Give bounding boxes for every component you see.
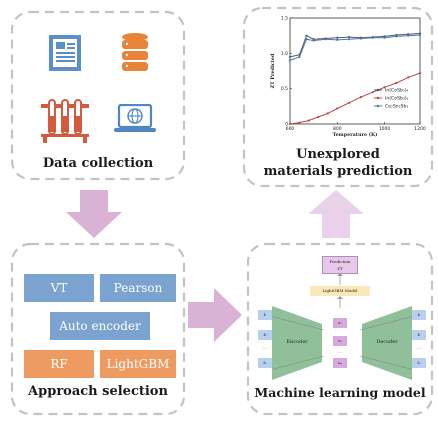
database-icon — [122, 33, 148, 71]
x-tick-label: 1200 — [414, 126, 426, 132]
series-point-2 — [347, 101, 351, 104]
lightgbm-box: LightGBM Model — [310, 286, 370, 296]
series-point-2 — [359, 96, 363, 99]
series-point-3 — [347, 38, 351, 41]
x-tick-label: 1000 — [379, 126, 391, 132]
dashed-frame — [242, 6, 434, 188]
dashed-frame — [246, 242, 434, 416]
approach-panel: VT Pearson Auto encoder RF LightGBM Appr… — [8, 240, 188, 418]
legend-label: In(CoSb₃)₆ — [385, 96, 409, 102]
method-chip-lightgbm[interactable]: LightGBM — [100, 350, 176, 378]
method-chip-vt[interactable]: VT — [24, 274, 94, 302]
arrow-down — [66, 190, 122, 238]
series-point-2 — [298, 121, 301, 124]
series-point-1 — [336, 36, 339, 39]
series-point-2 — [407, 76, 410, 79]
latent-node-ellipsis: … — [338, 349, 342, 354]
document-icon — [49, 35, 81, 71]
latent-nodes: z₁ z₂ … zₘ — [333, 318, 347, 368]
dashed-frame — [10, 10, 186, 181]
input-node: f₂ — [258, 330, 272, 340]
unexplored-caption-line1: Unexplored — [296, 147, 380, 162]
series-point-3 — [407, 34, 410, 37]
y-tick-label: 1.5 — [281, 16, 288, 22]
series-point-3 — [305, 38, 308, 41]
series-point-2 — [371, 91, 374, 94]
x-axis-label: Temperature (K) — [333, 131, 378, 138]
arrow-up — [308, 190, 364, 238]
method-chip-auto-encoder[interactable]: Auto encoder — [50, 312, 150, 340]
ml-model-caption: Machine learning model — [254, 385, 426, 400]
plot-area — [289, 17, 421, 125]
prediction-box: Prediction ZT — [322, 256, 358, 274]
series-point-3 — [324, 38, 327, 41]
series-point-2 — [307, 119, 311, 122]
output-nodes: f₁ f₂ … fₙ — [412, 310, 426, 368]
y-tick-label: 0.5 — [281, 86, 288, 92]
connector-arrow — [337, 273, 343, 285]
encoder-label: Encoder — [286, 339, 308, 345]
series-point-3 — [395, 35, 398, 38]
y-tick-label: 0 — [285, 122, 288, 128]
latent-node: zₘ — [333, 358, 347, 368]
decoder-label: Decoder — [376, 339, 398, 345]
legend-marker — [376, 96, 380, 100]
series-point-3 — [288, 59, 292, 62]
series-point-2 — [326, 112, 329, 115]
laptop-globe-icon — [114, 104, 156, 132]
data-collection-panel: Data collection — [8, 8, 188, 183]
series-point-3 — [312, 39, 315, 42]
input-node: f₁ — [258, 310, 272, 320]
dashed-frame — [10, 242, 186, 416]
series-point-2 — [288, 122, 292, 126]
series-point-1 — [305, 34, 308, 37]
series-point-1 — [288, 55, 292, 58]
encoder-shape — [272, 306, 322, 380]
y-axis-label: ZT Predicted — [270, 53, 276, 88]
output-node: fₙ — [412, 358, 426, 368]
series-point-2 — [317, 115, 320, 119]
decoder-shape — [362, 306, 412, 380]
prediction-symbol: ZT — [337, 266, 343, 271]
x-tick-label: 800 — [333, 126, 342, 132]
latent-node: z₁ — [333, 318, 347, 328]
series-point-3 — [418, 33, 422, 37]
autoencoder-diagram — [272, 306, 412, 380]
input-node: fₙ — [258, 358, 272, 368]
input-nodes: f₁ f₂ … fₙ — [258, 310, 272, 368]
series-point-2 — [383, 86, 386, 89]
output-node: f₁ — [412, 310, 426, 320]
series-point-2 — [395, 81, 398, 85]
series-point-3 — [298, 55, 301, 58]
series-point-2 — [418, 72, 422, 75]
legend-label: In(CoSb₃)₄ — [385, 88, 409, 94]
y-tick-label: 1.0 — [281, 51, 288, 57]
method-chip-pearson[interactable]: Pearson — [100, 274, 176, 302]
method-chip-rf[interactable]: RF — [24, 350, 94, 378]
latent-node: z₂ — [333, 336, 347, 346]
series-point-1 — [347, 35, 351, 39]
test-tube-rack-icon — [41, 99, 89, 143]
series-point-3 — [359, 37, 363, 40]
approach-caption: Approach selection — [28, 384, 168, 399]
ml-model-panel: Prediction ZT LightGBM Model Encoder Dec… — [244, 240, 436, 418]
series-point-3 — [336, 38, 339, 42]
legend-marker — [376, 104, 380, 108]
unexplored-caption-line2: materials prediction — [263, 164, 413, 179]
legend-marker — [376, 88, 380, 92]
legend-label: Ce₂Sn₂Sb₃ — [385, 104, 408, 110]
series-point-2 — [336, 107, 339, 110]
series-point-3 — [383, 36, 386, 39]
data-collection-caption: Data collection — [42, 156, 154, 171]
series-point-3 — [371, 36, 374, 39]
output-node-ellipsis: … — [417, 345, 421, 350]
prediction-label: Prediction — [329, 259, 351, 264]
x-tick-label: 600 — [286, 126, 295, 132]
input-node-ellipsis: … — [263, 345, 267, 350]
output-node: f₂ — [412, 330, 426, 340]
arrow-right — [188, 288, 242, 342]
connector-arrow — [337, 296, 343, 308]
